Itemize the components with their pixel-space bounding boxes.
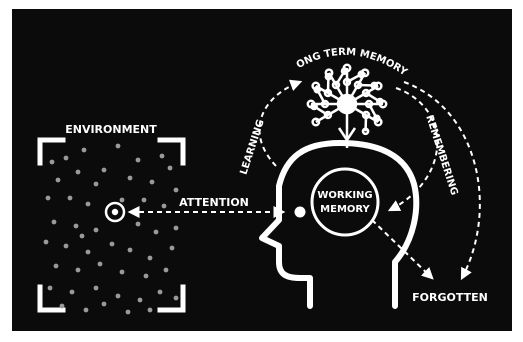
eye-icon xyxy=(294,206,306,218)
network-node xyxy=(324,68,334,78)
environment-dot xyxy=(109,241,115,247)
environment-dot xyxy=(49,159,55,165)
forgotten-arrow-from-working xyxy=(371,219,434,280)
environment-dot xyxy=(167,165,173,171)
environment-dot xyxy=(81,147,87,153)
environment-dot xyxy=(63,155,69,161)
environment-dot xyxy=(119,197,125,203)
network-node xyxy=(340,67,349,75)
environment-dot xyxy=(135,157,141,163)
network-hub xyxy=(336,93,358,115)
environment-dot xyxy=(75,169,81,175)
environment-dot xyxy=(73,223,79,229)
environment-dot xyxy=(97,261,103,267)
environment-dot xyxy=(149,179,155,185)
environment-dot xyxy=(161,203,167,209)
network-node xyxy=(360,68,370,78)
environment-dot xyxy=(83,307,89,313)
network-node xyxy=(373,81,383,91)
attention-label: ATTENTION xyxy=(179,196,249,209)
working-memory-label-line1: WORKING xyxy=(317,190,372,201)
network-root-right xyxy=(345,127,357,141)
environment-dot xyxy=(101,167,107,173)
network-node xyxy=(373,117,383,127)
environment-dot xyxy=(143,273,149,279)
network-root-left xyxy=(337,127,349,141)
network-node xyxy=(331,80,341,90)
environment-dot xyxy=(47,285,53,291)
environment-dot xyxy=(79,233,85,239)
working-memory-circle xyxy=(310,167,380,237)
environment-dot xyxy=(147,307,153,313)
environment-dot xyxy=(153,229,159,235)
environment-dot xyxy=(169,245,175,251)
head-silhouette xyxy=(259,140,420,309)
environment-dot xyxy=(115,143,121,149)
environment-dot xyxy=(85,249,91,255)
environment-dots xyxy=(43,143,179,315)
environment-dot xyxy=(93,181,99,187)
environment-dot xyxy=(69,289,75,295)
environment-label: ENVIRONMENT xyxy=(65,123,157,136)
environment-dot xyxy=(119,269,125,275)
network-node xyxy=(311,81,321,91)
remembering-label: REMEMBERING xyxy=(423,114,459,197)
network-node xyxy=(378,99,388,109)
environment-dot xyxy=(101,301,107,307)
environment-dot xyxy=(55,177,61,183)
environment-dot xyxy=(43,239,49,245)
forgotten-arrow-from-long-term xyxy=(403,81,481,281)
neural-network-icon xyxy=(306,63,388,148)
environment-dot xyxy=(93,285,99,291)
environment-dot xyxy=(125,309,131,315)
environment-dot xyxy=(163,267,169,273)
environment-dot xyxy=(67,195,73,201)
environment-dot xyxy=(115,293,121,299)
environment-dot xyxy=(157,289,163,295)
environment-dot xyxy=(137,297,143,303)
environment-dot xyxy=(141,197,147,203)
network-node xyxy=(311,117,321,127)
environment-dot xyxy=(93,227,99,233)
environment-dot xyxy=(53,263,59,269)
working-memory-label-line2: MEMORY xyxy=(320,204,370,215)
network-node xyxy=(361,88,371,98)
environment-dot xyxy=(173,225,179,231)
long-term-memory-label: LONG TERM MEMORY xyxy=(0,0,410,79)
environment-dot xyxy=(75,267,81,273)
environment-dot xyxy=(63,243,69,249)
forgotten-label: FORGOTTEN xyxy=(412,291,488,304)
environment-dot xyxy=(173,187,179,193)
network-node xyxy=(361,127,370,136)
environment-dot xyxy=(85,201,91,207)
environment-dot xyxy=(159,153,165,159)
remembering-arrow xyxy=(387,87,439,212)
environment-dot xyxy=(173,295,179,301)
learning-arrow xyxy=(258,79,303,167)
environment-dot xyxy=(147,255,153,261)
environment-frame xyxy=(37,137,186,313)
learning-label: LEARNING xyxy=(239,118,267,176)
environment-dot xyxy=(127,175,133,181)
environment-dot xyxy=(45,195,51,201)
environment-dot xyxy=(51,219,57,225)
environment-dot xyxy=(135,221,141,227)
environment-dot xyxy=(59,303,65,309)
network-node xyxy=(323,110,333,120)
focused-stimulus-icon xyxy=(104,201,126,223)
environment-dot xyxy=(127,247,133,253)
network-node xyxy=(306,99,316,109)
